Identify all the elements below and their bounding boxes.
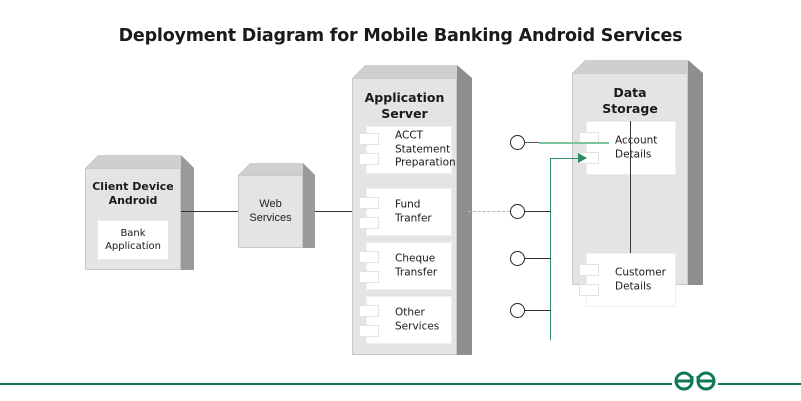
node-title-data-storage: Data Storage [572, 85, 688, 116]
node-top-face [238, 163, 303, 175]
node-title-line1: Client Device [92, 180, 174, 193]
interface-stem-4 [525, 310, 551, 311]
connector-client-to-web [181, 211, 238, 212]
component-fund-transfer: Fund Tranfer [359, 188, 452, 236]
interface-ball-3 [510, 251, 525, 266]
component-tab-bottom [359, 271, 379, 283]
node-application-server: Application Server ACCT Statement Prepar… [352, 65, 472, 355]
component-bank-application: Bank Application [97, 220, 169, 260]
node-side-face [303, 163, 315, 248]
node-client-device-android: Client Device Android Bank Application [85, 155, 194, 270]
interface-ball-1 [510, 135, 525, 150]
component-tab-bottom [359, 325, 379, 337]
component-label-line2: Application [105, 241, 161, 252]
component-label-line2: Services [395, 320, 440, 332]
geeksforgeeks-logo [672, 367, 718, 399]
node-front-face [238, 175, 303, 248]
interface-ball-2 [510, 204, 525, 219]
connector-web-to-appserver [315, 211, 352, 212]
green-arrow-line [550, 158, 580, 159]
node-web-services: Web Services [238, 163, 315, 248]
node-title-application-server: Application Server [352, 90, 457, 121]
component-tab-top [579, 264, 599, 276]
node-label-line1: Web [259, 197, 282, 210]
green-vertical-trunk [550, 158, 551, 340]
footer-rule-left [0, 383, 672, 385]
component-label-line2: Statement [395, 143, 451, 156]
component-tab-top [359, 133, 379, 145]
component-label-line2: Details [615, 148, 652, 160]
component-label: ACCT Statement Preparation [395, 129, 456, 171]
node-side-face [181, 155, 194, 270]
component-label-line2: Tranfer [395, 212, 432, 224]
component-label: Account Details [615, 134, 671, 161]
component-customer-details: Customer Details [579, 253, 676, 307]
component-tab-top [359, 251, 379, 263]
component-label: Cheque Transfer [395, 252, 447, 279]
node-title-client-device: Client Device Android [85, 180, 181, 208]
data-storage-divider [630, 121, 631, 253]
component-label-line1: Customer [615, 266, 667, 279]
node-data-storage: Data Storage Account Details Customer De… [572, 60, 703, 307]
interface-ball-4 [510, 303, 525, 318]
component-label: Fund Tranfer [395, 198, 447, 225]
component-acct-statement-preparation: ACCT Statement Preparation [359, 126, 456, 174]
component-tab-bottom [579, 284, 599, 296]
component-label-line1: ACCT [395, 129, 424, 142]
page-title: Deployment Diagram for Mobile Banking An… [118, 26, 683, 46]
node-title-line1: Application [364, 90, 445, 105]
component-label-line1: Fund [395, 198, 421, 211]
component-label: Customer Details [615, 266, 671, 293]
component-tab-top [359, 197, 379, 209]
component-label: Bank Application [98, 227, 168, 253]
component-label-line1: Account [615, 134, 658, 147]
component-tab-bottom [359, 217, 379, 229]
component-label-line2: Details [615, 280, 652, 292]
node-side-face [457, 65, 472, 355]
component-account-details: Account Details [579, 121, 676, 175]
interface-stem-1 [525, 142, 539, 143]
green-arrowhead [578, 153, 587, 163]
component-label-line2: Transfer [395, 266, 438, 278]
node-top-face [572, 60, 688, 73]
node-side-face [688, 60, 703, 285]
node-title-line2: Storage [602, 100, 658, 116]
component-label-line1: Bank [120, 228, 146, 239]
node-title-line2: Android [108, 193, 158, 207]
node-title-line2: Server [381, 105, 428, 121]
component-other-services: Other Services [359, 296, 452, 344]
node-top-face [352, 65, 457, 78]
interface-stem-2 [525, 211, 551, 212]
node-top-face [85, 155, 181, 168]
component-tab-bottom [359, 153, 379, 165]
interface-stem-3 [525, 258, 551, 259]
component-label-line1: Other [395, 306, 425, 319]
node-label-web-services: Web Services [238, 197, 303, 227]
green-connector-to-account-details [539, 142, 609, 144]
component-tab-top [359, 305, 379, 317]
component-label: Other Services [395, 306, 447, 333]
component-label-line3: Preparation [395, 156, 456, 169]
dashed-connector-appserver-to-ball2 [468, 211, 510, 212]
component-label-line1: Cheque [395, 252, 436, 265]
node-label-line2: Services [249, 212, 292, 225]
footer-rule-right [718, 383, 801, 385]
node-title-line1: Data [613, 85, 647, 100]
component-cheque-transfer: Cheque Transfer [359, 242, 452, 290]
